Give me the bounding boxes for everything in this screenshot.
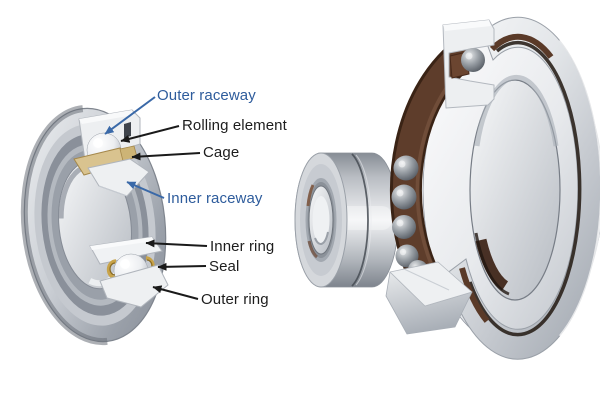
label-arrow-inner-raceway [126, 181, 165, 199]
section-ball [461, 48, 485, 72]
label-arrow-rolling-element [120, 125, 180, 143]
cage-arc-top [489, 33, 554, 59]
far-side-cage-through-bore [475, 238, 509, 291]
label-arrow-inner-ring [145, 239, 208, 248]
label-arrow-outer-raceway [104, 96, 156, 135]
seal-groove-notch [124, 122, 131, 138]
label-outer-raceway: Outer raceway [157, 87, 256, 104]
outer-ring-bottom-section [99, 264, 169, 308]
label-cage: Cage [203, 144, 240, 161]
bottom-cut-wedge [385, 261, 473, 335]
angular-contact-bearing-render [385, 16, 600, 360]
label-seal: Seal [209, 258, 240, 275]
wedge-top-face [389, 261, 473, 307]
label-inner-ring: Inner ring [210, 238, 275, 255]
label-arrow-seal [157, 262, 207, 271]
duplex-bearing-render [294, 152, 399, 288]
cage-strip [392, 34, 481, 284]
leader-arrows [104, 96, 208, 300]
cutaway-bearing-illustration [20, 96, 208, 346]
duplex-seam-line [351, 153, 369, 287]
label-rolling-element: Rolling element [182, 117, 287, 134]
cage-arc-bottom [459, 267, 490, 323]
top-cut-section [73, 109, 150, 197]
bearing-bore-opening [469, 79, 561, 301]
top-cross-section [442, 19, 495, 109]
label-inner-raceway: Inner raceway [167, 190, 263, 207]
label-arrow-cage [131, 152, 201, 161]
bottom-cut-section [89, 236, 169, 308]
label-outer-ring: Outer ring [201, 291, 269, 308]
duplex-cage-hint-top [306, 184, 315, 207]
duplex-cage-hint-bottom [307, 240, 318, 259]
outer-ring-cut-face [442, 19, 495, 109]
raceway-groove-line [468, 40, 582, 337]
label-arrow-outer-ring [152, 285, 199, 300]
